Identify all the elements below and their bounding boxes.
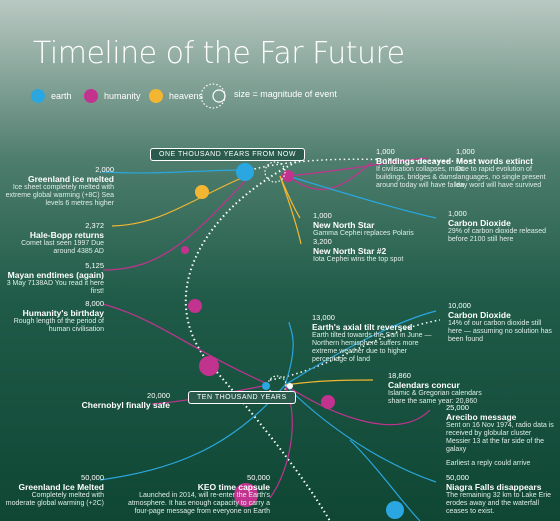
event-name: Arecibo message <box>446 412 517 422</box>
legend-size-label: size = magnitude of event <box>234 89 337 99</box>
event-name: Mayan endtimes (again) <box>7 270 104 280</box>
event-name: New North Star #2 <box>313 246 387 256</box>
event-mayan: 5,125 Mayan endtimes (again) 3 May 7138A… <box>4 262 104 296</box>
humanity-dot-icon <box>84 89 98 103</box>
event-desc: 3 May 7138AD You read it here first! <box>6 280 104 295</box>
event-desc: Islamic & Gregorian calendars share the … <box>388 390 482 405</box>
event-desc: Iota Cephei wins the top spot <box>313 256 404 263</box>
heavens-dot-icon <box>149 89 163 103</box>
event-number: 5,125 <box>85 261 104 270</box>
event-halebopp: 2,372 Hale-Bopp returns Comet last seen … <box>4 222 104 256</box>
legend-humanity: humanity <box>84 89 141 103</box>
event-name: New North Star <box>313 220 375 230</box>
node-1000-earth <box>236 163 254 181</box>
event-calendars: 18,860 Calendars concur Islamic & Gregor… <box>388 372 498 406</box>
event-buildings: 1,000 Buildings decayed If civilisation … <box>376 148 466 190</box>
event-number: 50,000 <box>81 473 104 482</box>
event-northstar: 1,000 New North Star Gamma Cephei replac… <box>313 212 423 238</box>
event-number: 1,000 <box>313 211 332 220</box>
event-name: Most words extinct <box>456 156 533 166</box>
event-birthday: 8,000 Humanity's birthday Rough length o… <box>4 300 104 334</box>
event-desc: Due to rapid evolution of languages, no … <box>456 166 546 189</box>
event-arecibo: 25,000 Arecibo message Sent on 16 Nov 19… <box>446 404 556 468</box>
legend-earth-label: earth <box>51 91 72 101</box>
event-desc: Earth tilted towards the Sun in June — N… <box>312 332 432 363</box>
event-chernobyl: 20,000 Chernobyl finally safe <box>70 391 170 411</box>
node-1000-ring <box>264 161 286 183</box>
earth-dot-icon <box>31 89 45 103</box>
event-co2a: 1,000 Carbon Dioxide 29% of carbon dioxi… <box>448 210 556 244</box>
event-number: 2,000 <box>95 165 114 174</box>
event-number: 50,000 <box>247 473 270 482</box>
legend-earth: earth <box>31 89 72 103</box>
event-greenland: 2,000 Greenland ice melted Ice sheet com… <box>4 166 114 208</box>
event-name: Niagra Falls disappears <box>446 482 542 492</box>
event-number: 50,000 <box>446 473 469 482</box>
event-desc: Launched in 2014, will re-enter the Eart… <box>127 492 270 515</box>
event-keo: 50,000 KEO time capsule Launched in 2014… <box>120 474 270 516</box>
node-greenland2 <box>199 356 219 376</box>
event-desc: The remaining 32 km to Lake Erie erodes … <box>446 492 552 515</box>
event-desc: Rough length of the period of human civi… <box>13 318 104 333</box>
marker-ten-thousand: TEN THOUSAND YEARS <box>188 391 296 404</box>
marker-one-thousand: ONE THOUSAND YEARS FROM NOW <box>150 148 305 161</box>
event-number: 1,000 <box>376 147 395 156</box>
event-desc: Ice sheet completely melted with extreme… <box>5 184 114 207</box>
event-desc: Completely melted with moderate global w… <box>5 492 104 507</box>
node-keo <box>234 483 258 507</box>
node-halebopp <box>195 185 209 199</box>
node-tilt <box>262 382 270 390</box>
event-reply: Earliest a reply could arrive <box>446 460 531 467</box>
event-name: Greenland Ice Melted <box>18 482 105 492</box>
event-desc: Sent on 16 Nov 1974, radio data is recei… <box>446 422 554 453</box>
event-number: 1,000 <box>448 209 467 218</box>
event-words: 1,000 Most words extinct Due to rapid ev… <box>456 148 556 190</box>
event-number: 20,000 <box>147 391 170 400</box>
event-number: 25,000 <box>446 403 469 412</box>
event-name: Humanity's birthday <box>22 308 104 318</box>
event-name: Hale-Bopp returns <box>29 230 104 240</box>
legend-heavens-label: heavens <box>169 91 204 101</box>
legend-heavens: heavens <box>149 89 203 103</box>
event-greenland2: 50,000 Greenland Ice Melted Completely m… <box>4 474 104 508</box>
event-name: Greenland ice melted <box>28 174 114 184</box>
event-niagara: 50,000 Niagra Falls disappears The remai… <box>446 474 556 516</box>
event-desc: If civilisation collapses, most building… <box>376 166 465 189</box>
event-number: 10,000 <box>448 301 471 310</box>
event-name: KEO time capsule <box>197 482 270 492</box>
event-name: Carbon Dioxide <box>448 310 511 320</box>
timeline-arc-main <box>184 159 331 521</box>
event-desc: 29% of carbon dioxide released before 21… <box>448 228 547 243</box>
event-desc: Comet last seen 1997 Due around 4385 AD <box>21 240 104 255</box>
event-desc: Gamma Cephei replaces Polaris <box>313 230 414 237</box>
node-tilt-b <box>287 383 293 389</box>
node-chernobyl <box>321 395 335 409</box>
page-title: Timeline of the Far Future <box>33 36 405 71</box>
event-number: 1,000 <box>456 147 475 156</box>
node-birthday <box>188 299 202 313</box>
event-number: 8,000 <box>85 299 104 308</box>
event-number: 13,000 <box>312 313 335 322</box>
event-northstar2: 3,200 New North Star #2 Iota Cephei wins… <box>313 238 423 264</box>
node-mayan <box>181 246 189 254</box>
legend-humanity-label: humanity <box>104 91 141 101</box>
event-co2b: 10,000 Carbon Dioxide 14% of our carbon … <box>448 302 556 344</box>
event-number: 2,372 <box>85 221 104 230</box>
event-name: Calendars concur <box>388 380 460 390</box>
timeline-arc-lower <box>269 319 441 381</box>
legend-size: size = magnitude of event <box>234 89 337 99</box>
event-desc: 14% of our carbon dioxide still here — a… <box>448 320 552 343</box>
event-name: Buildings decayed <box>376 156 452 166</box>
event-name: Carbon Dioxide <box>448 218 511 228</box>
node-niagara <box>386 501 404 519</box>
event-name: Earth's axial tilt reversed <box>312 322 413 332</box>
event-number: 3,200 <box>313 237 332 246</box>
event-name: Chernobyl finally safe <box>81 400 170 410</box>
event-number: 18,860 <box>388 371 411 380</box>
event-tilt: 13,000 Earth's axial tilt reversed Earth… <box>312 314 434 364</box>
